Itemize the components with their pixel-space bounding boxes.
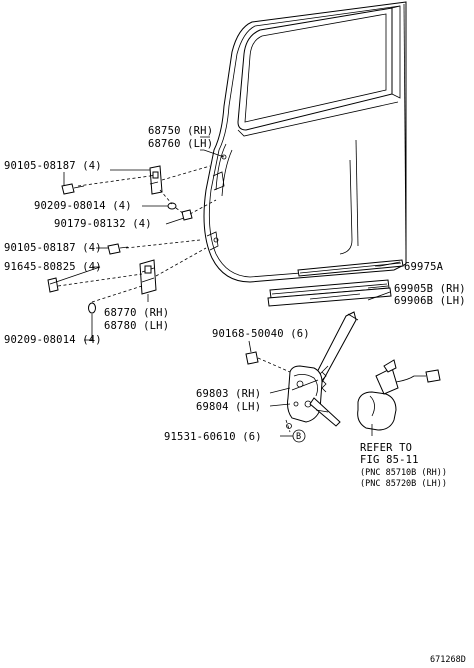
screw-91645 <box>47 277 59 293</box>
upper-hinge-68750 <box>149 165 163 195</box>
refer-pnc-rh-text: (PNC 85710B (RH)) <box>360 468 447 478</box>
label-69975a: 69975A <box>404 261 444 273</box>
screw-91531 <box>285 419 292 433</box>
label-68780-lh: 68780 (LH) <box>104 320 169 332</box>
label-69906b-lh: 69906B (LH) <box>394 295 466 307</box>
rear-door-panel <box>203 1 407 283</box>
label-90105-08187-top: 90105-08187 (4) <box>4 160 102 172</box>
refer-pnc-lh-text: (PNC 85720B (LH)) <box>360 479 447 489</box>
figure-id: 671268D <box>430 655 466 665</box>
marker-b: B <box>292 429 306 443</box>
label-90209-08014-bot: 90209-08014 (4) <box>4 334 102 346</box>
label-68760-lh: 68760 (LH) <box>148 138 213 150</box>
lower-hinge-68770 <box>139 259 157 295</box>
refer-note: REFER TO FIG 85-11 (PNC 85710B (RH)) (PN… <box>360 442 447 489</box>
washer-90209-bot <box>88 302 96 314</box>
label-90179-08132: 90179-08132 (4) <box>54 218 152 230</box>
label-91645-80825: 91645-80825 (4) <box>4 261 102 273</box>
label-90105-08187-mid: 90105-08187 (4) <box>4 242 102 254</box>
bolt-90105-mid <box>107 243 129 255</box>
label-68750-rh: 68750 (RH) <box>148 125 213 137</box>
leader-lines <box>55 136 401 437</box>
marker-b-text: B <box>296 432 301 442</box>
weatherstrip-69975 <box>297 259 404 277</box>
label-69804-lh: 69804 (LH) <box>196 401 261 413</box>
label-69803-rh: 69803 (RH) <box>196 388 261 400</box>
refer-to-text: REFER TO <box>360 442 412 454</box>
label-90209-08014-top: 90209-08014 (4) <box>34 200 132 212</box>
bolt-90168 <box>245 351 291 373</box>
window-motor <box>357 359 441 436</box>
refer-fig-text: FIG 85-11 <box>360 454 419 466</box>
assembly-lines-hinges <box>57 165 217 303</box>
label-68770-rh: 68770 (RH) <box>104 307 169 319</box>
label-91531-60610: 91531-60610 (6) <box>164 431 262 443</box>
nut-90179 <box>181 209 193 221</box>
weatherstrip-69905 <box>267 279 392 307</box>
window-regulator-69803 <box>287 311 359 427</box>
bolt-90105-top <box>61 183 85 195</box>
label-90168-50040: 90168-50040 (6) <box>212 328 310 340</box>
label-69905b-rh: 69905B (RH) <box>394 283 466 295</box>
